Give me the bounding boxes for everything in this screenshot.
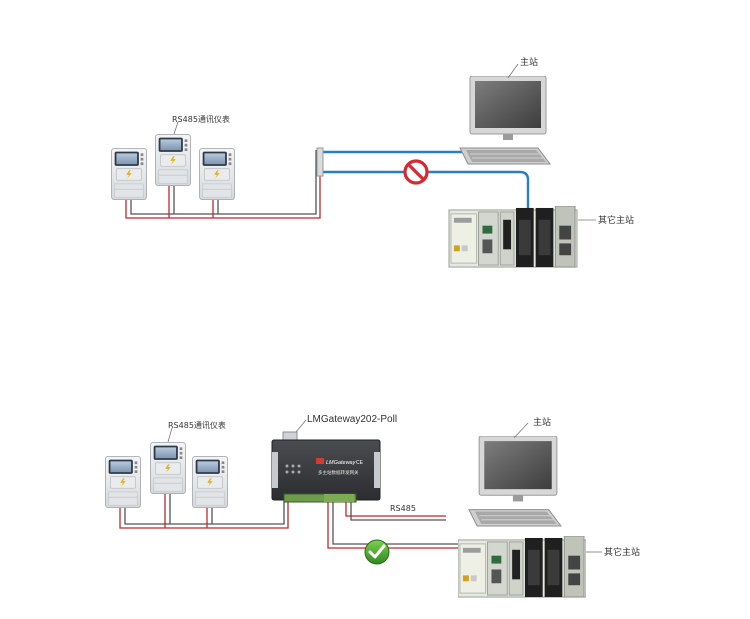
top-master-computer (459, 76, 551, 165)
gateway-subtitle: 多主站数据转发网关 (318, 469, 359, 476)
check-icon (364, 539, 390, 565)
top-bus-junction (316, 147, 324, 177)
bottom-plc-wiring (327, 500, 470, 549)
bottom-master-label: 主站 (533, 416, 551, 428)
top-meter-wiring (125, 150, 321, 219)
gateway-brand: LMGateway (326, 460, 357, 466)
top-meter-2 (155, 134, 191, 186)
gateway-label: LMGateway202-Poll (307, 414, 397, 425)
bottom-meters-label: RS485通讯仪表 (168, 420, 226, 430)
rs485-label: RS485 (390, 504, 416, 513)
gateway-badge: CE (356, 460, 364, 466)
bottom-meter-wiring (119, 494, 289, 529)
gateway-device: LMGateway CE 多主站数据转发网关 (271, 431, 381, 503)
top-meter-3 (199, 148, 235, 200)
top-meter-1 (111, 148, 147, 200)
bottom-meter-2 (150, 442, 186, 494)
top-master-label: 主站 (520, 56, 538, 68)
top-meters-label: RS485通讯仪表 (172, 114, 230, 124)
top-diagram: RS485通讯仪表 主站 其它主站 (111, 56, 634, 268)
bottom-master-computer (468, 436, 562, 527)
bottom-diagram: RS485通讯仪表 LMGateway CE 多主站数据转发网关 LMGatew… (105, 414, 640, 598)
blocked-icon (403, 159, 429, 185)
bottom-other-master-plc (458, 536, 586, 598)
top-bus-lines (320, 150, 530, 210)
bottom-meter-1 (105, 456, 141, 508)
bottom-meter-3 (192, 456, 228, 508)
top-other-master-plc (448, 206, 578, 268)
bottom-other-master-label: 其它主站 (604, 546, 640, 558)
bottom-rs485-wiring (345, 500, 446, 521)
top-other-master-label: 其它主站 (598, 214, 634, 226)
